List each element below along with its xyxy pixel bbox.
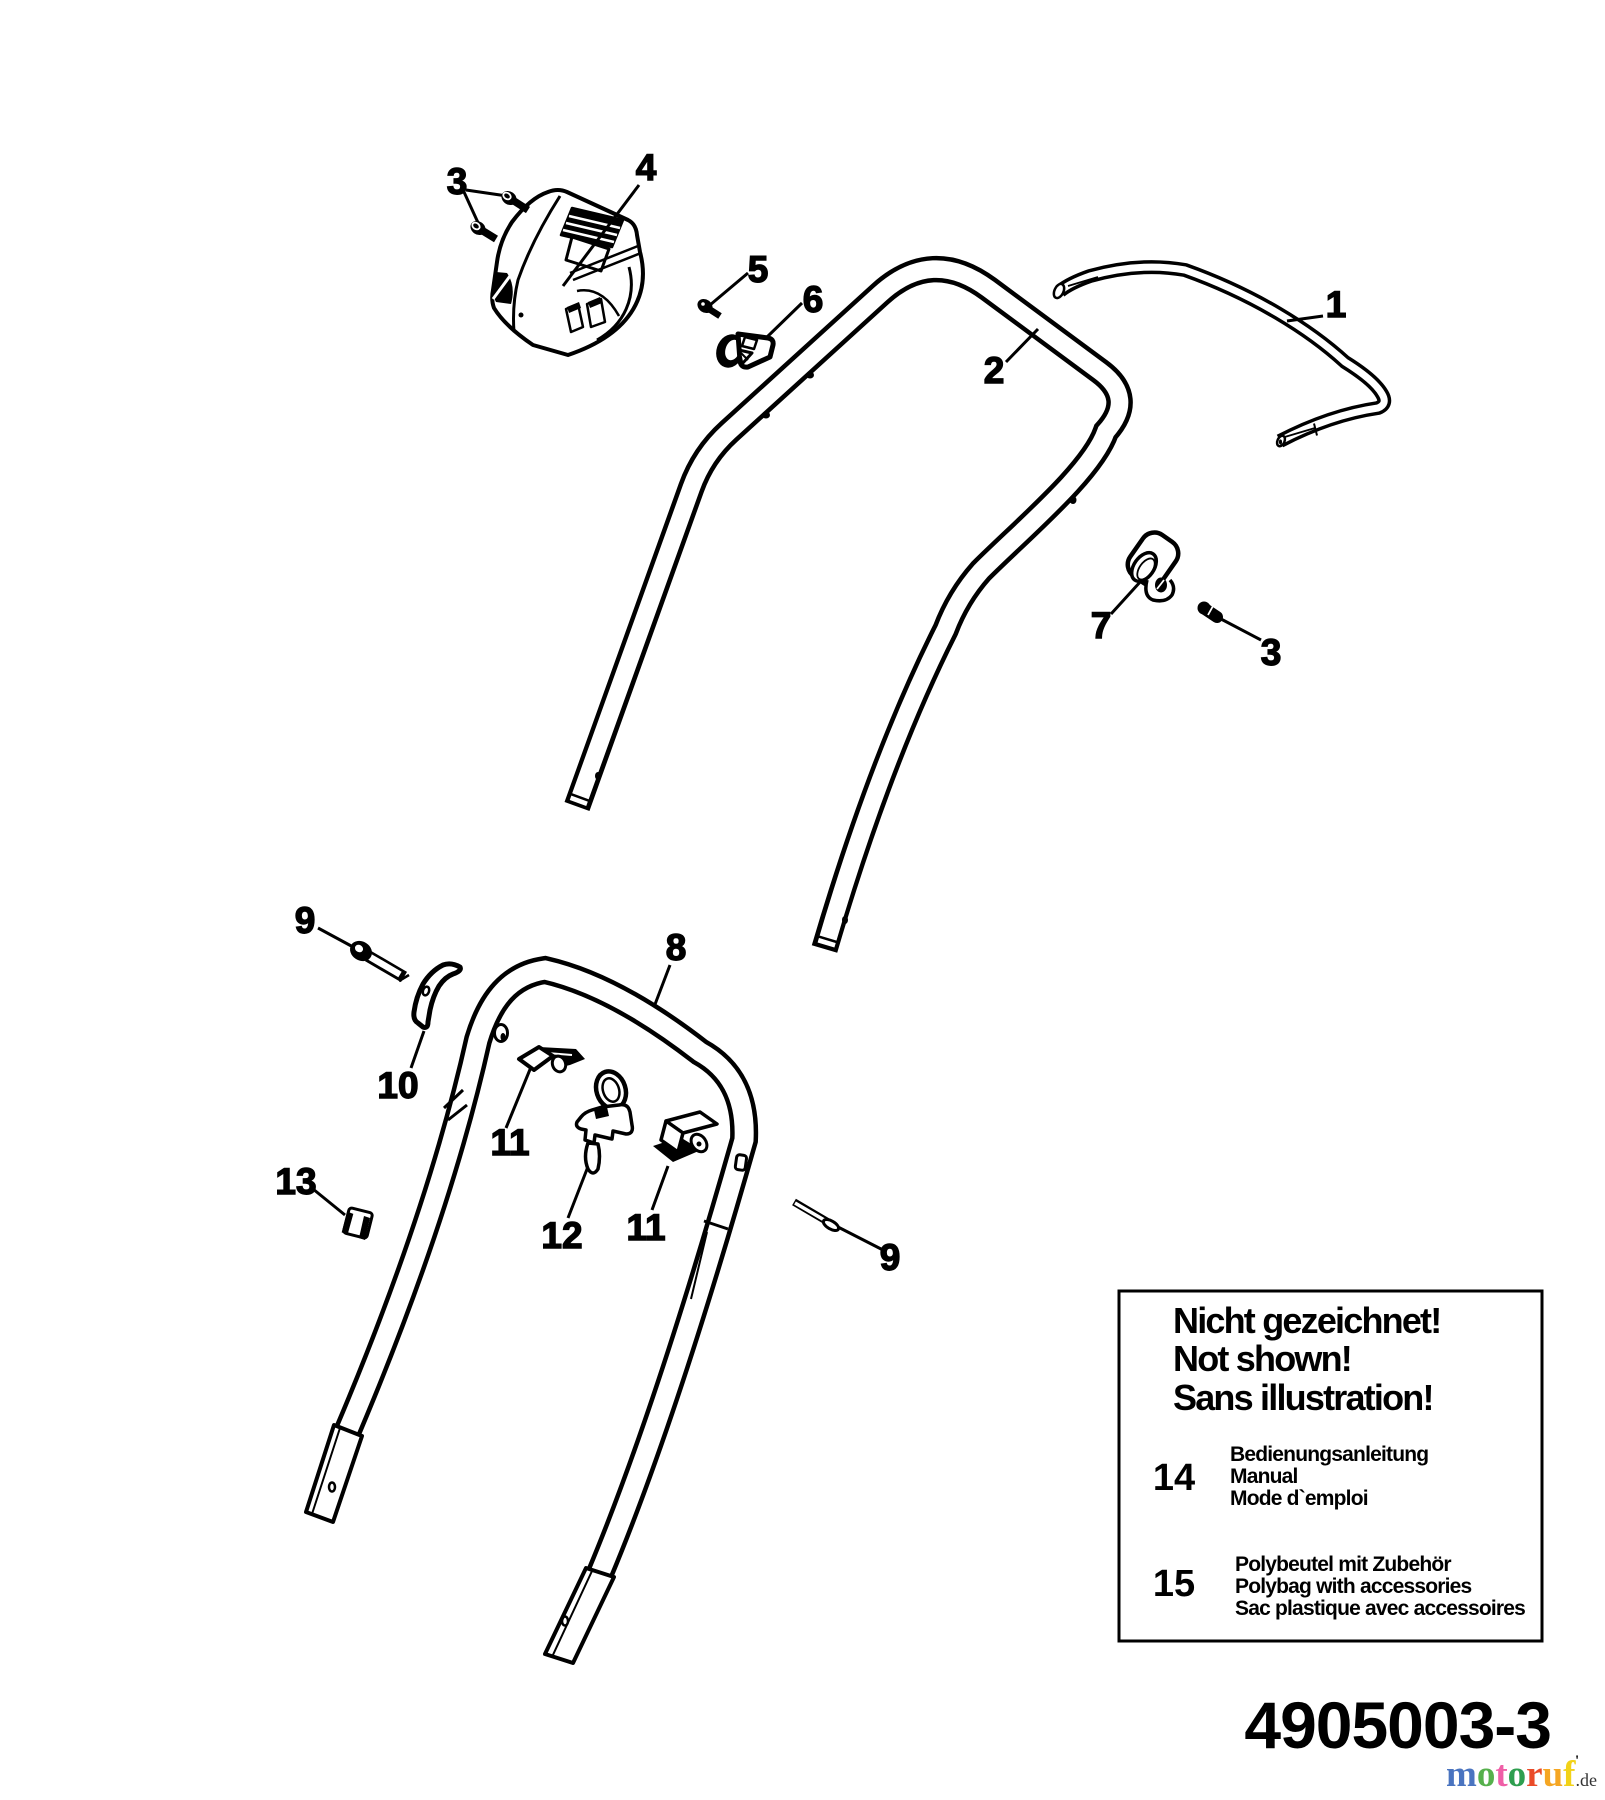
svg-text:11: 11 [490,1122,529,1163]
svg-text:2: 2 [984,350,1005,391]
svg-text:6: 6 [803,279,824,320]
svg-text:11: 11 [626,1207,665,1248]
svg-text:3: 3 [1261,632,1282,673]
svg-text:Polybeutel mit Zubehör: Polybeutel mit Zubehör [1235,1553,1451,1576]
svg-text:4905003-3: 4905003-3 [1244,1688,1551,1762]
svg-text:10: 10 [377,1065,418,1106]
svg-text:Not shown!: Not shown! [1173,1338,1351,1379]
svg-text:3: 3 [447,161,468,202]
svg-text:1: 1 [1326,284,1347,325]
svg-text:Sans illustration!: Sans illustration! [1173,1377,1433,1418]
svg-text:Nicht gezeichnet!: Nicht gezeichnet! [1173,1300,1440,1341]
svg-text:5: 5 [748,249,769,290]
svg-text:Manual: Manual [1230,1465,1298,1488]
svg-text:9: 9 [295,900,316,941]
svg-text:13: 13 [275,1161,316,1202]
svg-text:': ' [1575,1753,1579,1769]
svg-text:12: 12 [541,1215,582,1256]
svg-text:Polybag with accessories: Polybag with accessories [1235,1575,1472,1598]
svg-text:9: 9 [880,1237,901,1278]
svg-text:8: 8 [666,927,687,968]
svg-text:4: 4 [636,147,657,188]
svg-text:14: 14 [1153,1457,1195,1499]
svg-text:15: 15 [1153,1563,1195,1605]
svg-text:7: 7 [1091,605,1112,646]
svg-text:Mode d`emploi: Mode d`emploi [1230,1487,1368,1510]
svg-text:Bedienungsanleitung: Bedienungsanleitung [1230,1443,1428,1466]
svg-text:motoruf.de: motoruf.de [1446,1754,1597,1795]
svg-text:Sac plastique avec accessoires: Sac plastique avec accessoires [1235,1597,1525,1620]
